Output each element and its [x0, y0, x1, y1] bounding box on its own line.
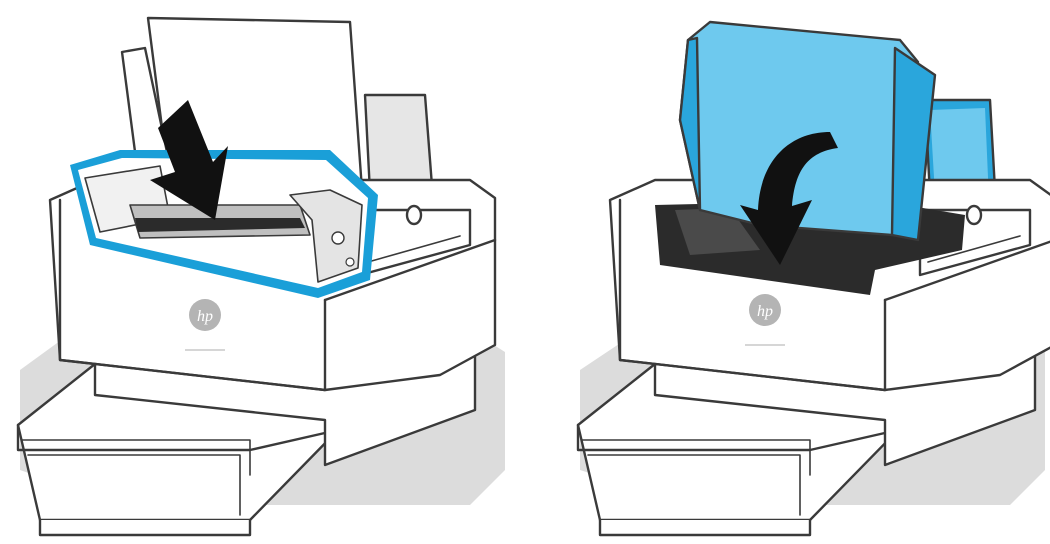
svg-text:hp: hp: [757, 303, 773, 320]
panel-close-door: hp: [578, 22, 1050, 535]
panel-insert-toner: hp: [18, 18, 505, 535]
svg-text:hp: hp: [197, 308, 213, 325]
